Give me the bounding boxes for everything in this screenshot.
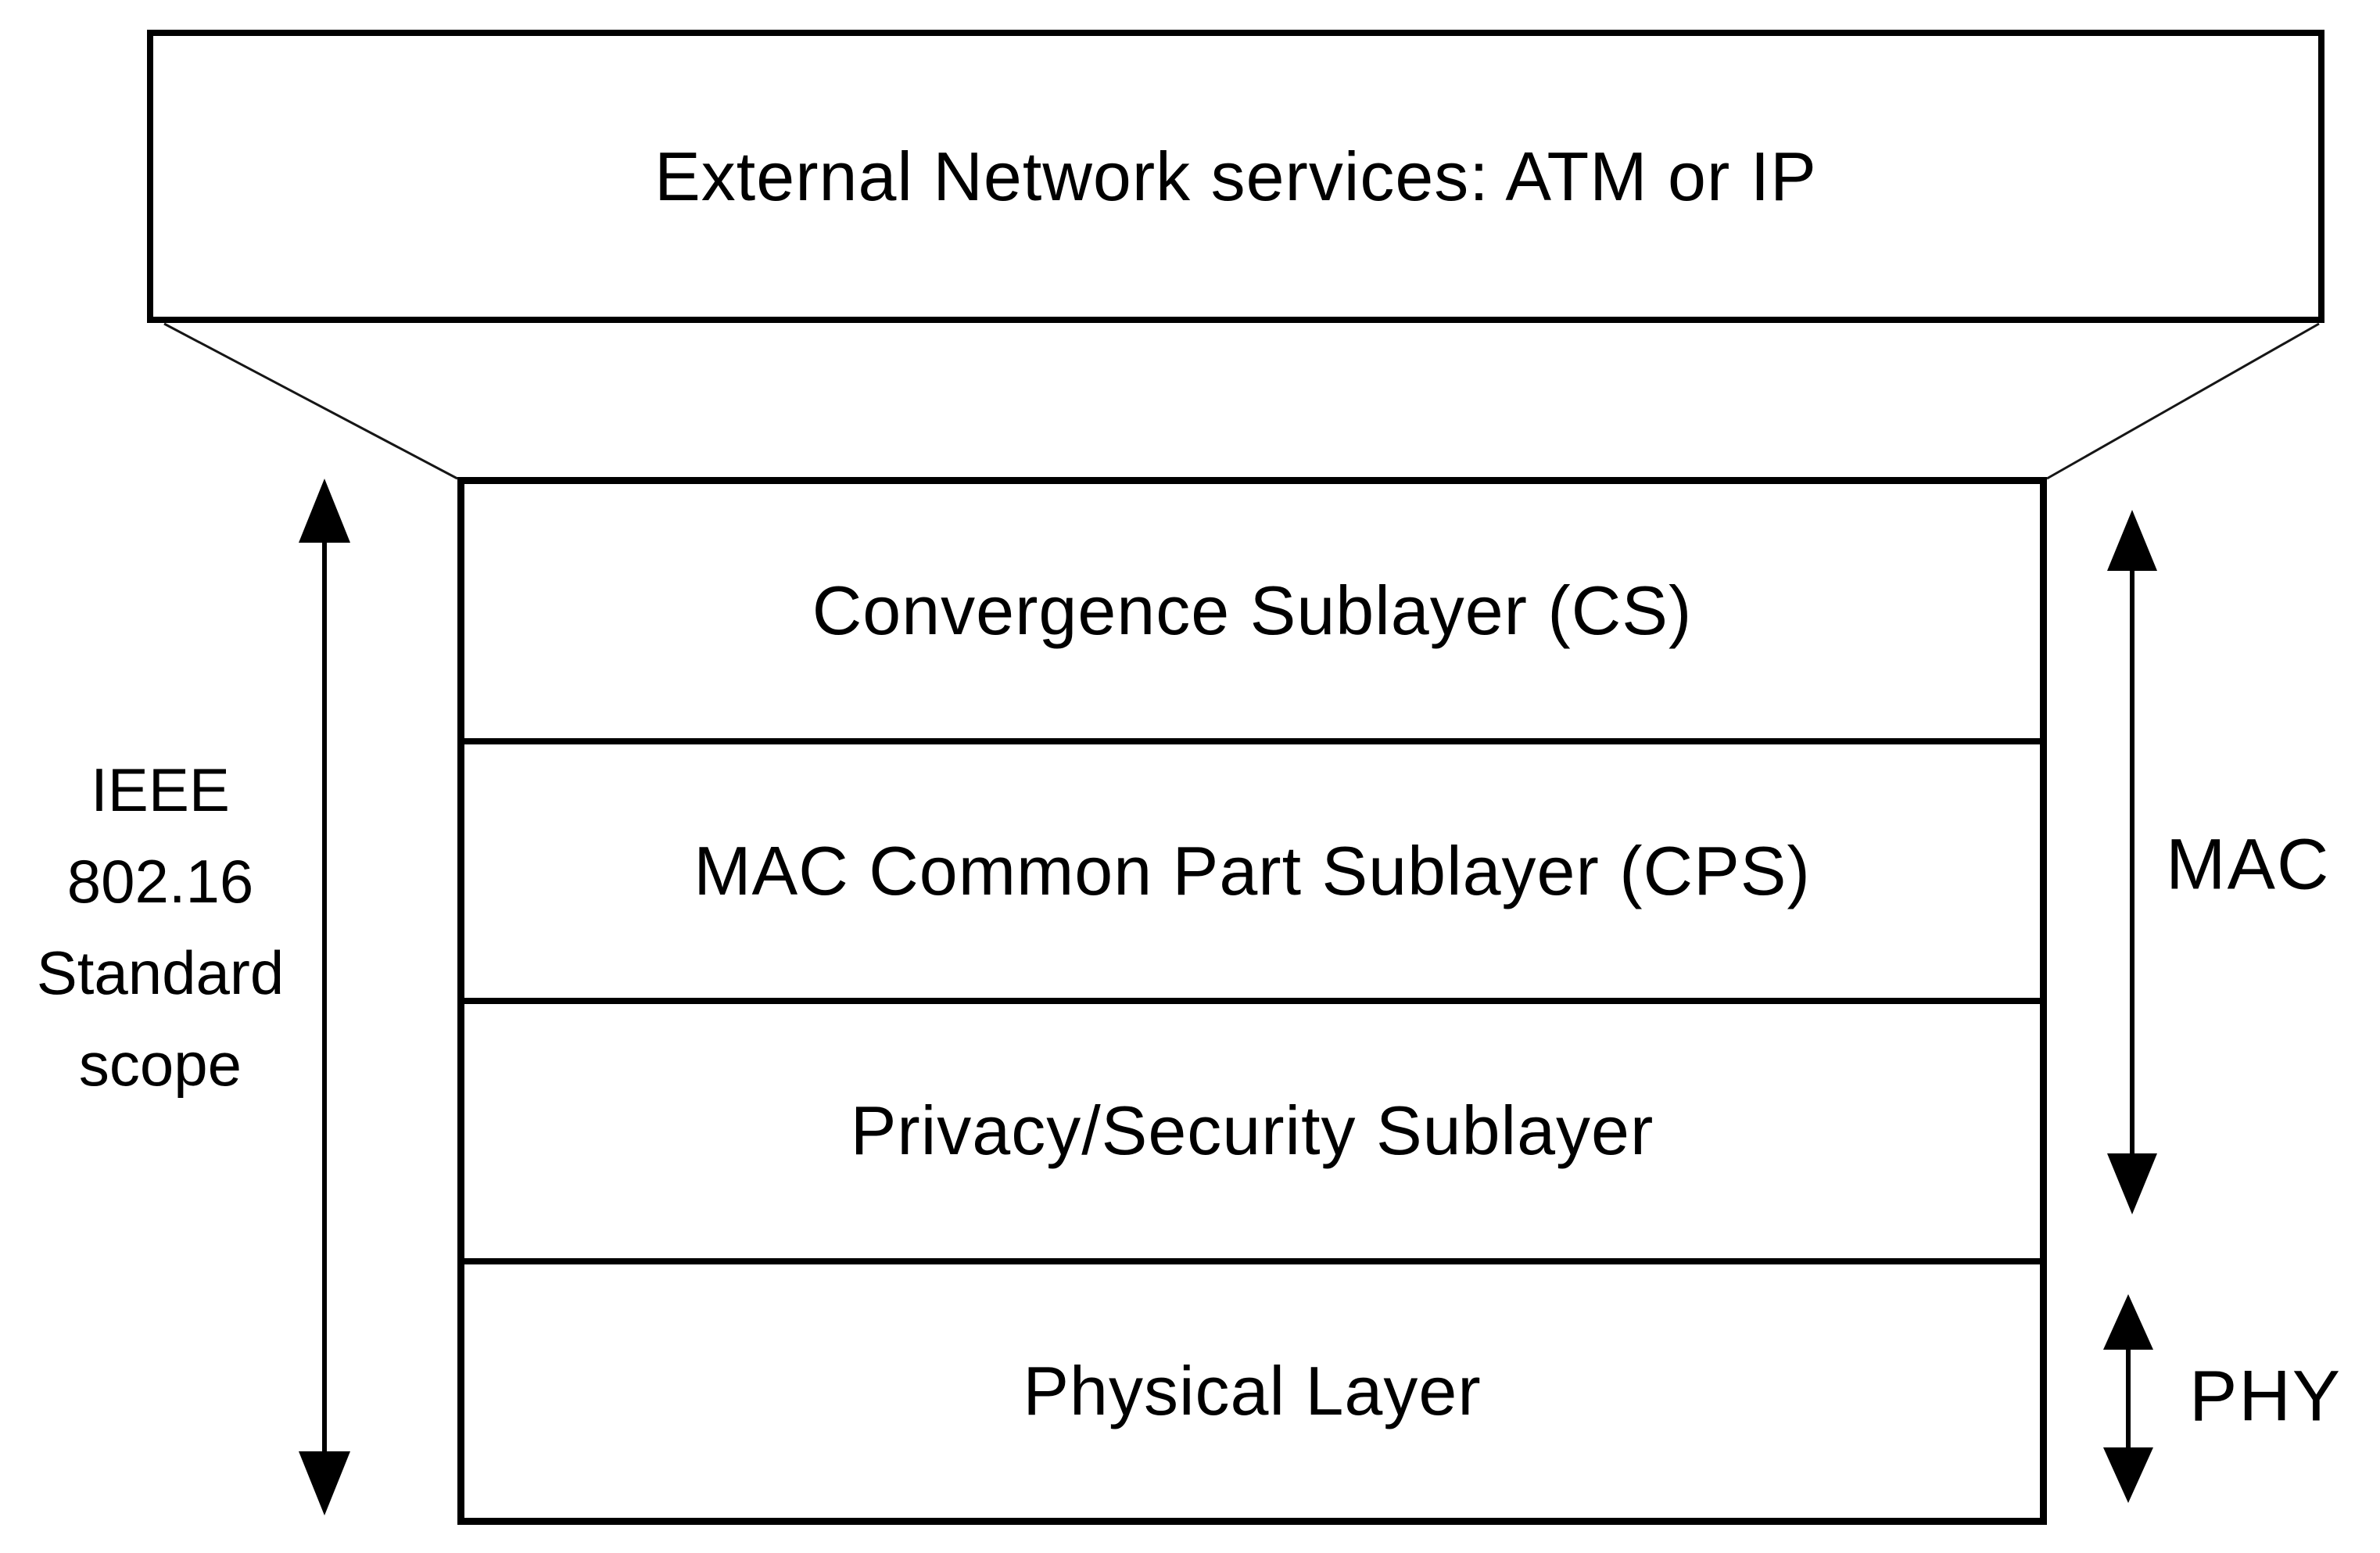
scope-label-line-3: Standard — [36, 938, 285, 1007]
layer-label: Convergence Sublayer (CS) — [812, 572, 1693, 650]
phy-double-arrow-icon — [2103, 1294, 2153, 1503]
scope-label-line-4: scope — [78, 1030, 242, 1099]
scope-label: IEEE 802.16 Standard scope — [16, 744, 305, 1110]
phy-label: PHY — [2189, 1356, 2342, 1436]
layer-label: MAC Common Part Sublayer (CPS) — [694, 831, 1811, 909]
scope-label-line-1: IEEE — [91, 755, 230, 824]
funnel-right-line — [2046, 322, 2320, 480]
layer-physical: Physical Layer — [464, 1257, 2040, 1519]
external-network-box: External Network services: ATM or IP — [147, 30, 2324, 323]
protocol-stack: Convergence Sublayer (CS) MAC Common Par… — [457, 477, 2047, 1525]
scope-double-arrow-icon — [299, 479, 350, 1515]
funnel-left-line — [163, 322, 458, 480]
layer-mac-common-part-sublayer: MAC Common Part Sublayer (CPS) — [464, 737, 2040, 999]
external-network-label: External Network services: ATM or IP — [654, 137, 1817, 215]
mac-double-arrow-icon — [2107, 510, 2157, 1214]
layer-privacy-security-sublayer: Privacy/Security Sublayer — [464, 998, 2040, 1258]
scope-label-line-2: 802.16 — [66, 847, 254, 916]
layer-label: Privacy/Security Sublayer — [850, 1092, 1654, 1170]
layer-convergence-sublayer: Convergence Sublayer (CS) — [464, 484, 2040, 738]
layer-label: Physical Layer — [1023, 1351, 1482, 1429]
mac-label: MAC — [2166, 824, 2331, 905]
